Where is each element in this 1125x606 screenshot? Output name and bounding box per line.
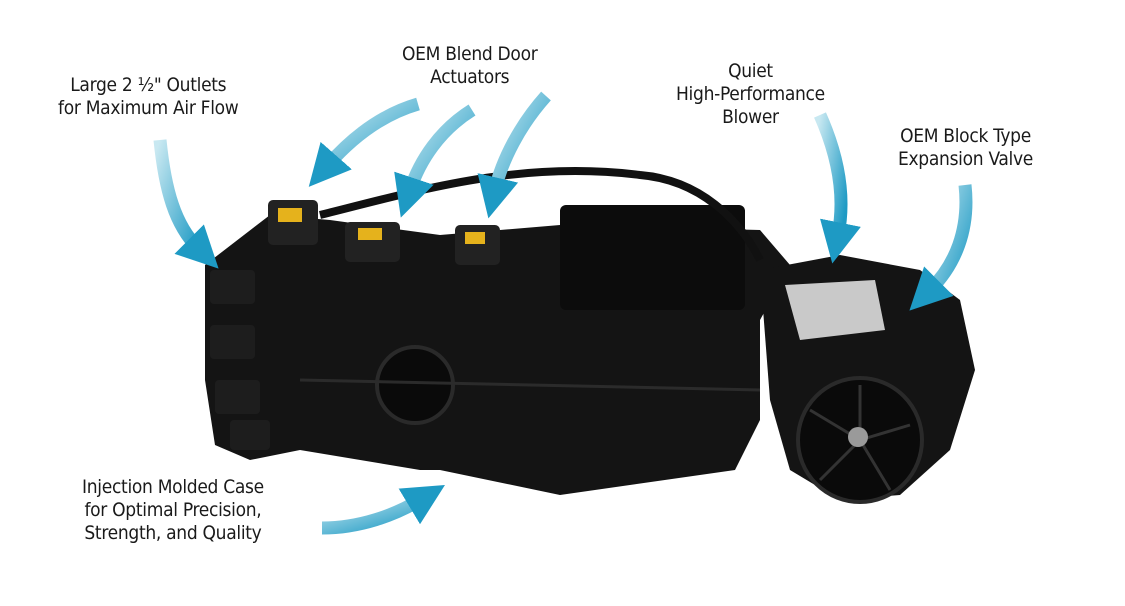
callout-line: Large 2 ½" Outlets (70, 74, 227, 96)
callout-line: Actuators (430, 66, 510, 88)
arrow-actuator-2 (394, 104, 476, 218)
hvac-unit-image (205, 167, 975, 504)
callout-line: High-Performance (676, 83, 825, 105)
callout-line: Expansion Valve (898, 148, 1034, 170)
callout-case: Injection Molded Case for Optimal Precis… (82, 476, 264, 545)
arrow-outlets (153, 139, 219, 269)
callout-line: OEM Blend Door (402, 43, 538, 65)
callout-line: OEM Block Type (900, 125, 1031, 147)
arrow-actuator-1 (308, 97, 420, 187)
callout-line: Strength, and Quality (84, 522, 262, 544)
callout-line: Quiet (728, 60, 773, 82)
callout-line: for Optimal Precision, (84, 499, 262, 521)
arrow-case (321, 485, 445, 535)
callout-blower: Quiet High-Performance Blower (676, 60, 825, 129)
callout-actuators: OEM Blend Door Actuators (402, 43, 538, 89)
arrow-valve (909, 184, 973, 311)
callout-line: for Maximum Air Flow (58, 97, 239, 119)
callout-outlets: Large 2 ½" Outlets for Maximum Air Flow (58, 74, 239, 120)
callout-valve: OEM Block Type Expansion Valve (898, 125, 1033, 171)
callout-line: Blower (722, 106, 779, 128)
callout-line: Injection Molded Case (82, 476, 264, 498)
arrow-actuator-3 (477, 91, 551, 219)
arrow-blower (814, 112, 861, 264)
